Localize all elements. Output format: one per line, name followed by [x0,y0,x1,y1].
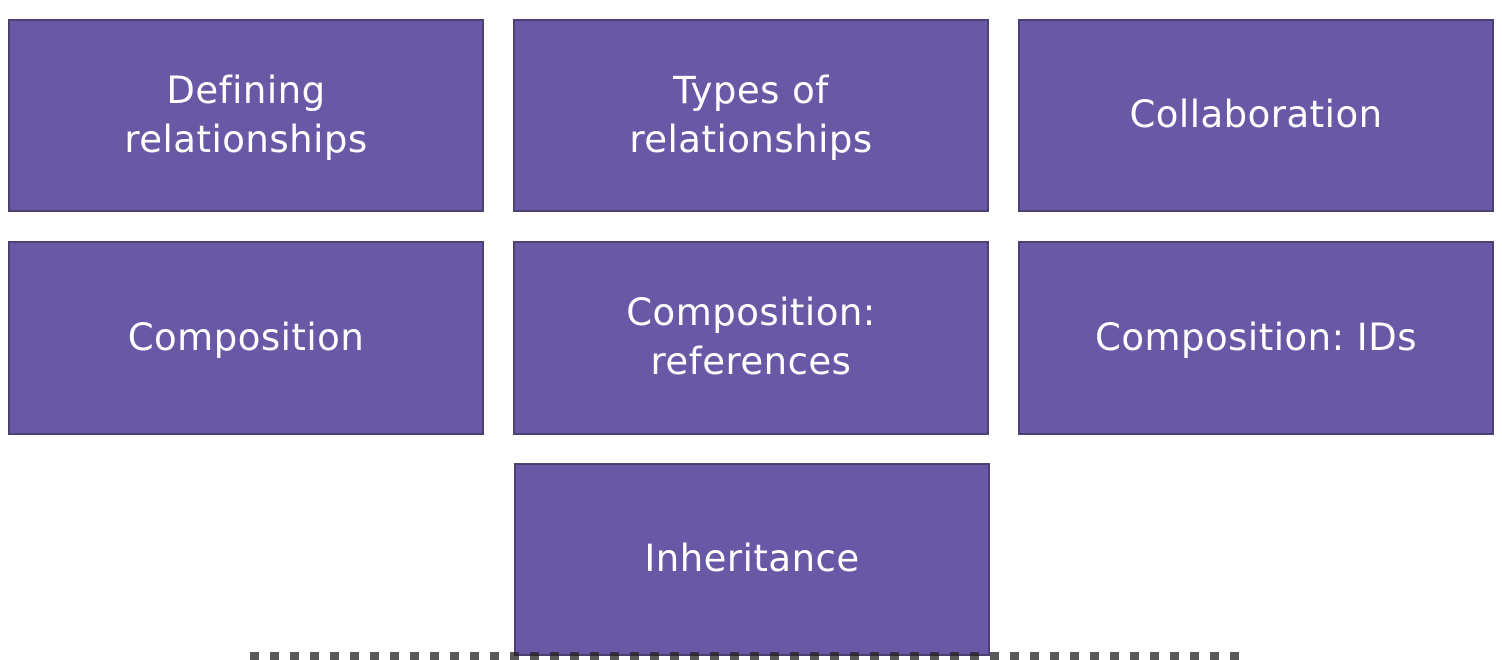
tile-label: Composition: references [626,291,876,383]
tile-label: Composition: IDs [1095,315,1417,359]
tile-collaboration: Collaboration [1018,19,1494,212]
cropped-caption-glyphs [250,652,1250,660]
tile-label: Inheritance [644,537,860,581]
tile-composition-references: Composition: references [513,241,989,435]
cropped-caption-text [0,652,1502,660]
tile-label: Composition [127,315,365,359]
tile-label: Defining relationships [124,68,368,161]
tile-inheritance: Inheritance [514,463,990,656]
tile-label: Types of relationships [629,68,873,161]
tile-composition: Composition [8,241,484,435]
tile-label: Collaboration [1129,93,1383,137]
tile-composition-ids: Composition: IDs [1018,241,1494,435]
tile-defining-relationships: Defining relationships [8,19,484,212]
tile-types-of-relationships: Types of relationships [513,19,989,212]
